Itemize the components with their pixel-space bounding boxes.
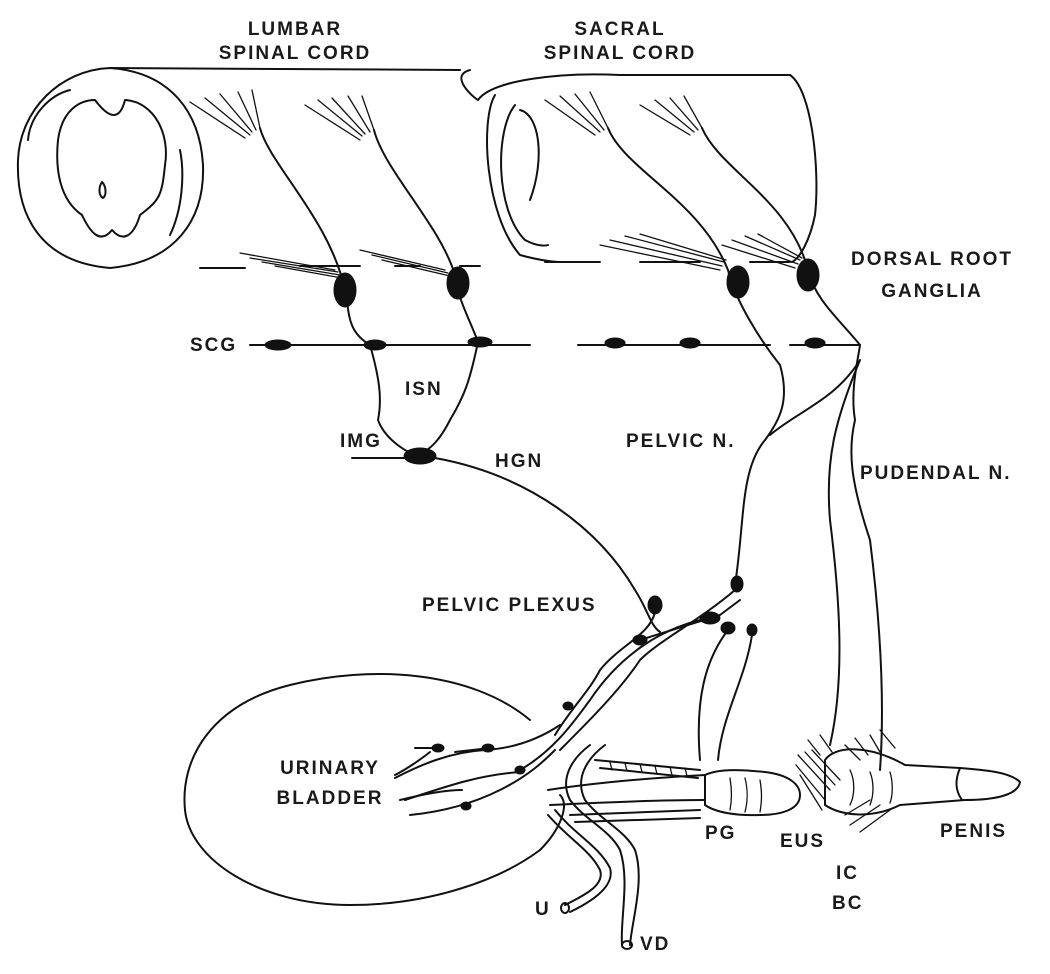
sacral-spinal-cord xyxy=(460,69,818,263)
drg-sacral-2 xyxy=(796,258,820,292)
sympathetic-chain xyxy=(249,336,861,351)
dorsal-roots xyxy=(189,89,883,771)
lumbar-spinal-cord xyxy=(16,67,481,269)
urethra-penis xyxy=(547,729,1021,950)
label-pelvic-plexus: PELVIC PLEXUS xyxy=(422,595,597,616)
label-lumbar-line1: LUMBAR xyxy=(247,19,343,40)
label-drg-line1: DORSAL ROOT xyxy=(850,249,1014,270)
drg-lumbar-2 xyxy=(446,266,470,300)
label-sacral-line2: SPINAL CORD xyxy=(543,43,697,64)
label-img: IMG xyxy=(340,431,382,452)
label-drg-line2: GANGLIA xyxy=(881,281,983,302)
label-bc: BC xyxy=(832,893,864,914)
label-bladder-line1: URINARY xyxy=(280,758,380,779)
label-pelvic-n: PELVIC N. xyxy=(626,431,736,452)
img-ganglion xyxy=(403,447,437,465)
drg-sacral-1 xyxy=(726,265,750,299)
label-eus: EUS xyxy=(780,831,826,852)
ganglia xyxy=(333,258,820,465)
label-scg: SCG xyxy=(190,335,238,356)
label-sacral-line1: SACRAL xyxy=(574,19,666,40)
label-pg: PG xyxy=(705,823,737,844)
pointer-lines xyxy=(394,751,463,801)
label-u: U xyxy=(535,899,551,920)
pelvic-plexus xyxy=(519,575,758,771)
label-lumbar-line2: SPINAL CORD xyxy=(218,43,372,64)
label-bladder-line2: BLADDER xyxy=(276,788,384,809)
label-ic: IC xyxy=(836,863,859,884)
label-vd: VD xyxy=(640,934,671,955)
hypogastric-nerve xyxy=(351,457,661,633)
label-isn: ISN xyxy=(405,379,443,400)
label-pudendal-n: PUDENDAL N. xyxy=(860,463,1012,484)
drg-lumbar-1 xyxy=(333,272,357,308)
label-hgn: HGN xyxy=(495,451,544,472)
label-penis: PENIS xyxy=(940,821,1008,842)
